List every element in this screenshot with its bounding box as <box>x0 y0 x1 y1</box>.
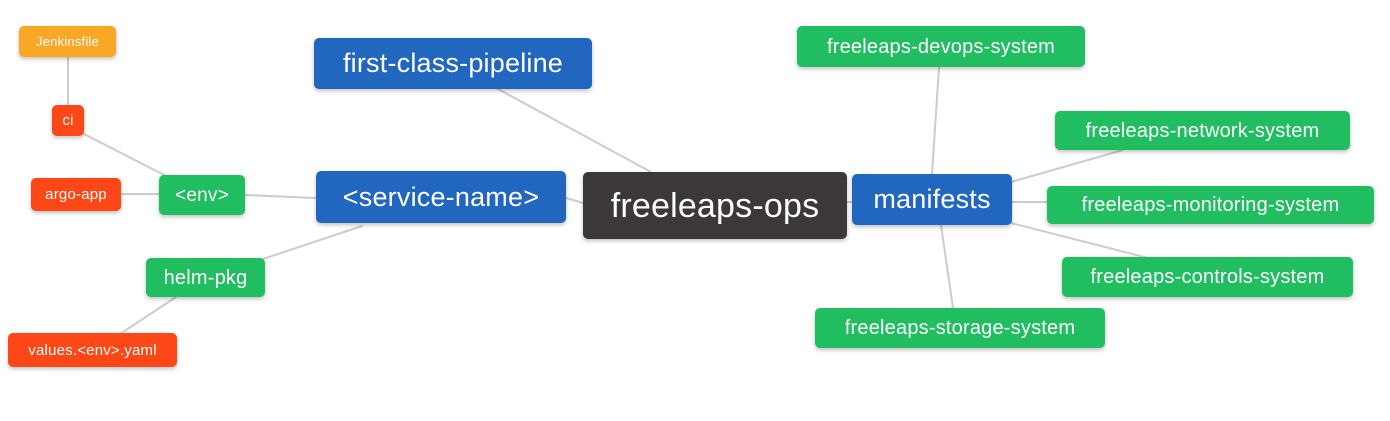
edge-helm-pkg--service-name <box>262 225 363 260</box>
node-monitoring-system[interactable]: freeleaps-monitoring-system <box>1047 186 1374 224</box>
node-freeleaps-ops[interactable]: freeleaps-ops <box>583 172 847 239</box>
edge-manifests--devops-system <box>931 66 940 175</box>
node-service-name[interactable]: <service-name> <box>316 171 566 223</box>
edge-manifests--storage-system <box>940 224 954 309</box>
edge-manifests--controls-system <box>1010 222 1149 259</box>
node-values-env-yaml[interactable]: values.<env>.yaml <box>8 333 177 367</box>
node-env[interactable]: <env> <box>159 175 245 215</box>
edge-service-name--freeleaps-ops <box>565 197 584 204</box>
edge-env--service-name <box>244 194 317 199</box>
node-controls-system[interactable]: freeleaps-controls-system <box>1062 257 1353 297</box>
node-argo-app[interactable]: argo-app <box>31 178 121 211</box>
node-storage-system[interactable]: freeleaps-storage-system <box>815 308 1105 348</box>
node-helm-pkg[interactable]: helm-pkg <box>146 258 265 297</box>
edge-first-class-pipeline--freeleaps-ops <box>497 88 652 173</box>
edge-manifests--network-system <box>1010 149 1124 183</box>
node-first-class-pipeline[interactable]: first-class-pipeline <box>314 38 592 89</box>
node-network-system[interactable]: freeleaps-network-system <box>1055 111 1350 150</box>
edge-ci--env <box>83 133 171 179</box>
node-jenkinsfile[interactable]: Jenkinsfile <box>19 26 116 57</box>
edge-values-env-yaml--helm-pkg <box>119 296 177 335</box>
node-devops-system[interactable]: freeleaps-devops-system <box>797 26 1085 67</box>
node-ci[interactable]: ci <box>52 105 84 136</box>
node-manifests[interactable]: manifests <box>852 174 1012 225</box>
